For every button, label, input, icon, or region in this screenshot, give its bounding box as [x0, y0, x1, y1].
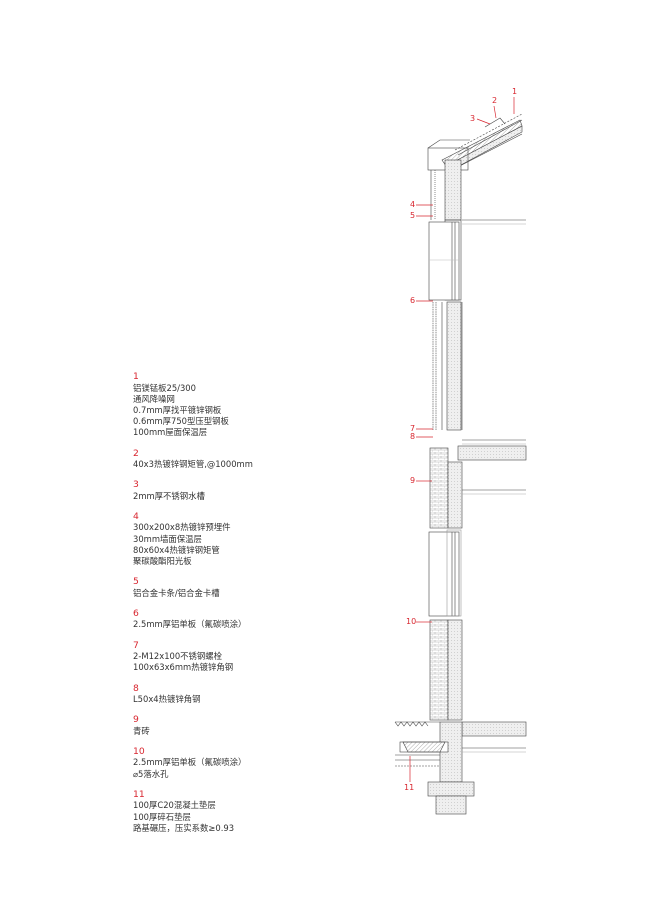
legend-line: 2.5mm厚铝单板（氟碳喷涂） — [133, 619, 247, 630]
legend-line: 2-M12x100不锈钢螺栓 — [133, 651, 223, 662]
mid-wall — [432, 301, 526, 445]
legend-line: 80x60x4热镀锌钢矩管 — [133, 544, 220, 555]
legend-line: 100mm屋面保温层 — [133, 427, 208, 438]
legend-number: 8 — [133, 682, 139, 694]
legend-line: L50x4热镀锌角钢 — [133, 694, 201, 705]
callout-1: 1 — [512, 87, 517, 96]
lower-glazing — [428, 529, 462, 617]
legend-line: 0.7mm厚找平镀锌钢板 — [133, 404, 222, 415]
legend-line: 铝合金卡条/铝合金卡槽 — [133, 587, 220, 598]
callout-7: 7 — [410, 424, 415, 433]
legend-line: 0.6mm厚750型压型钢板 — [133, 416, 229, 427]
roof-assembly — [427, 113, 526, 225]
callout-10: 10 — [406, 617, 416, 626]
callouts: 1 2 3 4 5 6 7 8 9 10 11 — [404, 87, 517, 792]
legend-line: 100x63x6mm热镀锌角钢 — [133, 662, 234, 673]
callout-11: 11 — [404, 783, 414, 792]
floor-slab — [429, 445, 527, 529]
callout-8: 8 — [410, 432, 415, 441]
legend-line: 100厚C20混凝土垫层 — [133, 800, 216, 811]
legend-line: 2.5mm厚铝单板（氟碳喷涂） — [133, 757, 247, 768]
legend-line: ⌀5落水孔 — [133, 768, 169, 779]
upper-wall — [428, 170, 462, 301]
legend-line: 300x200x8热镀锌预埋件 — [133, 522, 231, 533]
callout-3: 3 — [470, 114, 475, 123]
legend-line: 青砖 — [133, 725, 150, 736]
legend-number: 11 — [133, 788, 145, 800]
callout-5: 5 — [410, 211, 415, 220]
legend-number: 6 — [133, 607, 139, 619]
legend-line: 30mm墙面保温层 — [133, 533, 202, 544]
legend-line: 通风降噪网 — [133, 393, 175, 404]
legend-line: 2mm厚不锈钢水槽 — [133, 490, 205, 501]
legend-number: 1 — [133, 371, 139, 382]
callout-9: 9 — [410, 476, 415, 485]
legend-number: 3 — [133, 479, 139, 491]
legend-line: 聚碳酸酯阳光板 — [133, 556, 192, 567]
legend-number: 4 — [133, 510, 139, 522]
legend-number: 7 — [133, 639, 139, 651]
callout-6: 6 — [410, 296, 415, 305]
callout-4: 4 — [410, 200, 415, 209]
legend-number: 2 — [133, 447, 139, 459]
legend-line: 100厚碎石垫层 — [133, 811, 191, 822]
callout-2: 2 — [492, 96, 497, 105]
legend-number: 10 — [133, 745, 145, 757]
legend-number: 5 — [133, 576, 139, 588]
legend-number: 9 — [133, 714, 139, 726]
legend-line: 路基碾压，压实系数≥0.93 — [133, 822, 235, 833]
legend-line: 铝镁锰板25/300 — [133, 382, 196, 393]
foundation — [394, 619, 527, 815]
legend-line: 40x3热镀锌钢矩管,@1000mm — [133, 459, 253, 470]
